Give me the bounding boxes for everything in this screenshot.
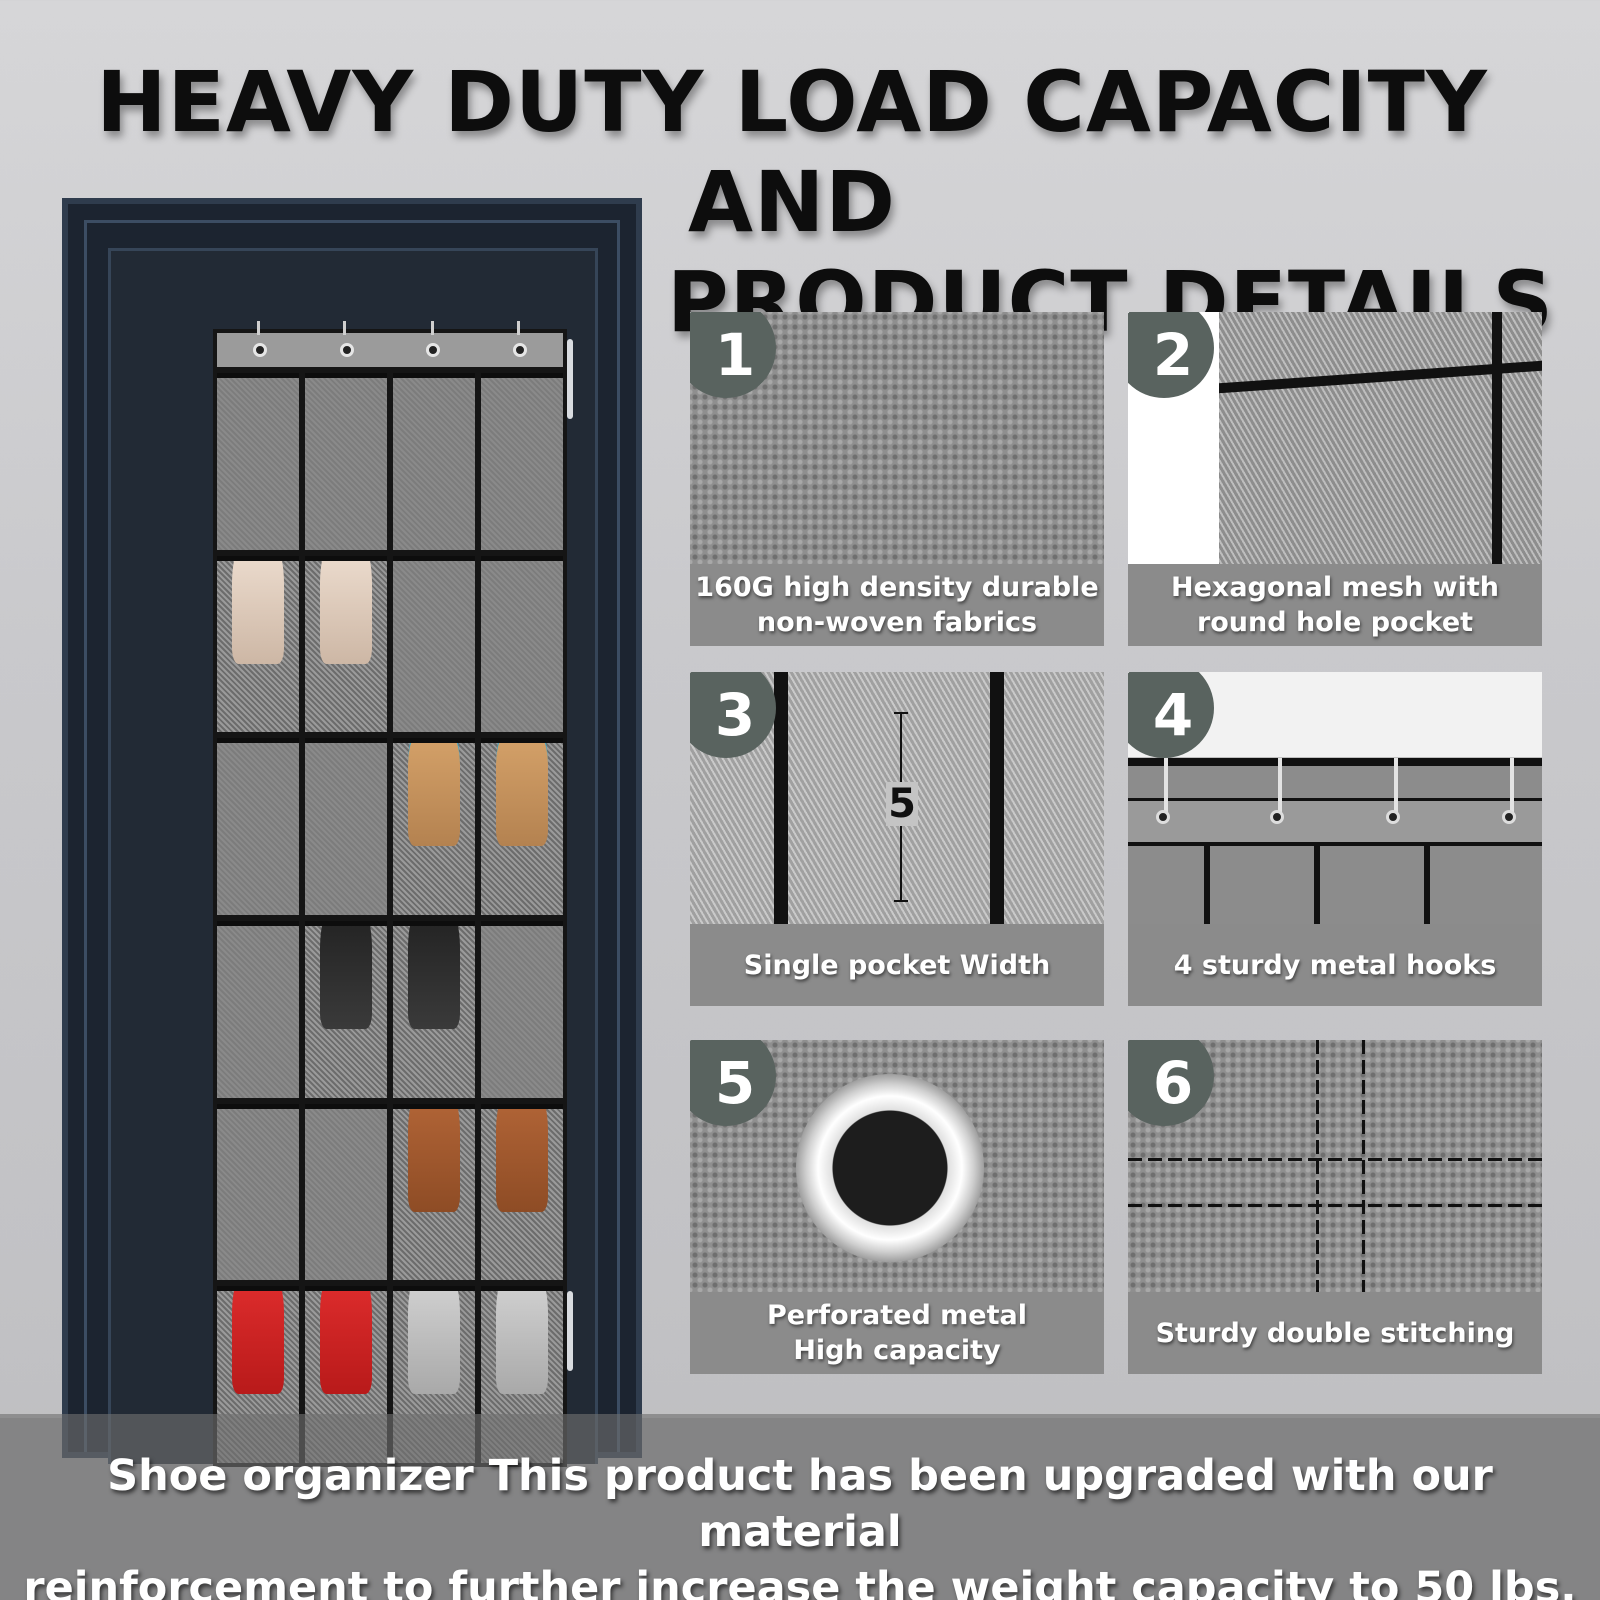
- door-top-rail: [1128, 758, 1542, 766]
- pocket: [481, 555, 563, 733]
- hook-icon: [1278, 758, 1282, 814]
- feature-caption: Single pocket Width: [690, 924, 1104, 1006]
- footer-line-2: reinforcement to further increase the we…: [23, 1563, 1577, 1600]
- feature-caption-line: round hole pocket: [1196, 607, 1474, 638]
- loafer-icon: [407, 925, 461, 1029]
- feature-card-fabric: 1 160G high density durable non-woven fa…: [690, 312, 1104, 646]
- pocket: [217, 1103, 299, 1281]
- door-handle-icon: [567, 339, 573, 419]
- stitch-line: [1128, 1158, 1542, 1161]
- hook-icon: [257, 321, 260, 335]
- organizer-header: [1128, 798, 1542, 846]
- slide-sandal-icon: [407, 743, 461, 847]
- pocket: [481, 1103, 563, 1281]
- hook-icon: [431, 321, 434, 335]
- feature-caption: Perforated metal High capacity: [690, 1292, 1104, 1374]
- grommet-icon: [1502, 810, 1516, 824]
- dimension-label: 5: [886, 781, 918, 827]
- feature-card-mesh: 2 Hexagonal mesh with round hole pocket: [1128, 312, 1542, 646]
- pocket: [393, 738, 475, 915]
- grommet-icon: [1156, 810, 1170, 824]
- hook-icon: [1164, 758, 1168, 814]
- door: [108, 248, 598, 1467]
- slide-sandal-icon: [495, 743, 549, 847]
- feature-caption: 160G high density durable non-woven fabr…: [690, 564, 1104, 646]
- pocket: [305, 555, 387, 733]
- pocket-edge: [990, 672, 1004, 924]
- pocket-divider: [1204, 846, 1210, 924]
- pocket: [305, 1103, 387, 1281]
- feature-caption: Hexagonal mesh with round hole pocket: [1128, 564, 1542, 646]
- stitch-line: [1362, 1040, 1365, 1292]
- footer-text: Shoe organizer This product has been upg…: [0, 1448, 1600, 1600]
- pocket: [481, 373, 563, 550]
- grommet-icon: [253, 343, 268, 357]
- pocket: [217, 373, 299, 550]
- slipper-icon: [319, 560, 373, 664]
- sneaker-icon: [495, 1108, 549, 1212]
- pocket: [217, 921, 299, 1098]
- feature-caption-line: High capacity: [793, 1335, 1001, 1366]
- stitch-line: [1316, 1040, 1319, 1292]
- feature-caption-line: Sturdy double stitching: [1155, 1317, 1515, 1349]
- grommet-icon: [796, 1074, 984, 1262]
- hook-icon: [1394, 758, 1398, 814]
- hook-icon: [343, 321, 346, 335]
- red-flat-icon: [319, 1291, 373, 1395]
- pocket: [481, 738, 563, 915]
- pocket: [393, 373, 475, 550]
- feature-caption-line: Perforated metal: [766, 1300, 1028, 1331]
- pocket: [481, 921, 563, 1098]
- feature-number-badge: 1: [690, 312, 776, 398]
- grommet-icon: [426, 343, 441, 357]
- pocket: [393, 555, 475, 733]
- pocket: [217, 555, 299, 733]
- pocket: [393, 921, 475, 1098]
- feature-caption-line: 160G high density durable: [695, 572, 1099, 603]
- pocket-divider: [1314, 846, 1320, 924]
- pocket: [305, 738, 387, 915]
- feature-card-hooks: 4 4 sturdy metal hooks: [1128, 672, 1542, 1006]
- feature-card-grommet: 5 Perforated metal High capacity: [690, 1040, 1104, 1374]
- feature-card-pocket-width: 5 3 Single pocket Width: [690, 672, 1104, 1006]
- feature-caption: 4 sturdy metal hooks: [1128, 924, 1542, 1006]
- red-flat-icon: [231, 1291, 285, 1395]
- grommet-icon: [1270, 810, 1284, 824]
- stitch-line: [1128, 1204, 1542, 1207]
- shoe-organizer-image: [213, 321, 567, 1467]
- pocket: [305, 921, 387, 1098]
- feature-caption-line: Hexagonal mesh with: [1171, 572, 1499, 603]
- door-handle-icon: [567, 1291, 573, 1371]
- pocket: [305, 373, 387, 550]
- pocket-grid: [217, 373, 563, 1463]
- feature-caption-line: 4 sturdy metal hooks: [1173, 949, 1497, 981]
- loafer-icon: [319, 925, 373, 1029]
- sneaker-icon: [407, 1108, 461, 1212]
- pocket: [217, 738, 299, 915]
- grommet-icon: [512, 343, 527, 357]
- pocket: [393, 1103, 475, 1281]
- door-frame: [62, 198, 642, 1467]
- headline-line-1: HEAVY DUTY LOAD CAPACITY AND: [96, 53, 1488, 251]
- slipper-icon: [231, 560, 285, 664]
- hook-icon: [1510, 758, 1514, 814]
- footer-line-1: Shoe organizer This product has been upg…: [107, 1451, 1493, 1557]
- slipper-icon: [495, 1291, 549, 1395]
- feature-caption: Sturdy double stitching: [1128, 1292, 1542, 1374]
- footer-band: [0, 1414, 1600, 1600]
- hook-icon: [517, 321, 520, 335]
- pocket-edge: [774, 672, 788, 924]
- grommet-icon: [1386, 810, 1400, 824]
- feature-caption-line: Single pocket Width: [743, 949, 1051, 981]
- feature-caption-line: non-woven fabrics: [756, 607, 1038, 638]
- grommet-icon: [339, 343, 354, 357]
- feature-number-badge: 3: [690, 672, 776, 758]
- pocket-edge: [1492, 312, 1503, 564]
- organizer-header: [217, 321, 563, 367]
- pocket-divider: [1424, 846, 1430, 924]
- feature-card-stitching: 6 Sturdy double stitching: [1128, 1040, 1542, 1374]
- slipper-icon: [407, 1291, 461, 1395]
